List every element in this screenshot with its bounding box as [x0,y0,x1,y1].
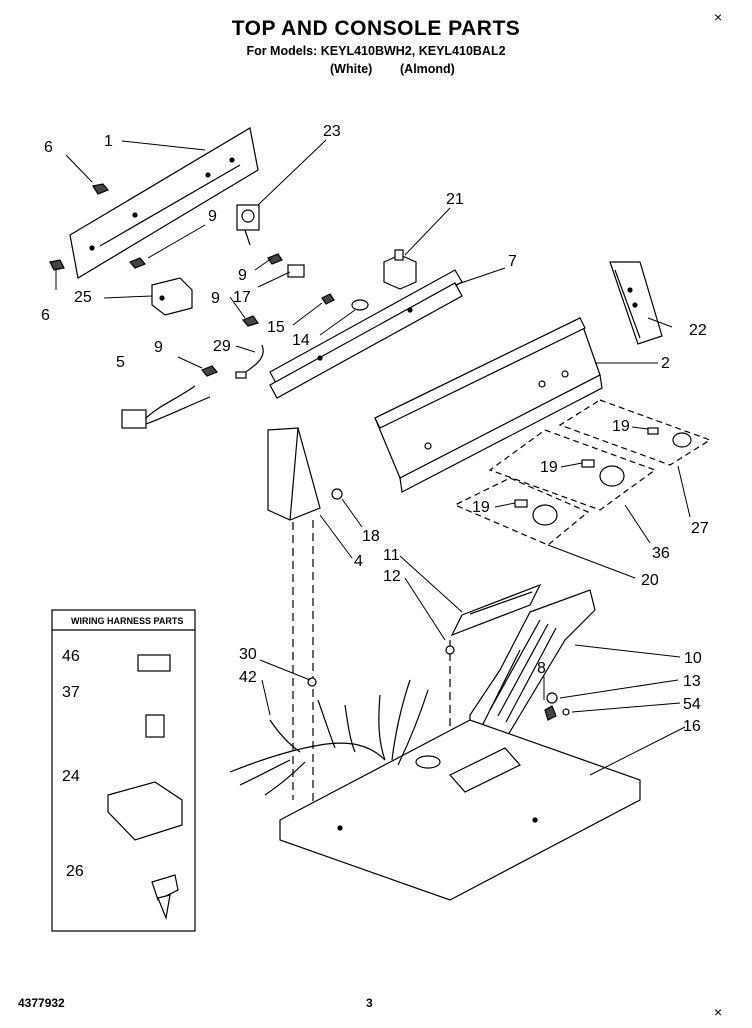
page-title: TOP AND CONSOLE PARTS [231,17,521,40]
part-8-screw [544,705,557,721]
callout-11: 11 [383,547,400,564]
legend-title: WIRING HARNESS PARTS [71,616,183,626]
callout-30: 30 [239,646,257,663]
document-number: 4377932 [18,996,65,1010]
knob-group-27 [558,399,712,466]
part-6-screw-bottom [49,259,65,271]
callout-19-a: 19 [612,418,630,435]
callout-22: 22 [689,322,707,339]
corner-mark-top-right: × [714,9,723,25]
part-12-screw [445,645,455,655]
color-almond-label: (Almond) [400,62,455,76]
corner-mark-bottom-right: × [714,1004,723,1020]
callout-9-c: 9 [211,290,220,307]
part-25-terminal-block [151,277,193,316]
legend-item-24: 24 [62,768,80,785]
callout-29: 29 [213,338,231,355]
callout-18: 18 [362,528,380,545]
callout-25: 25 [74,289,92,306]
part-29-wire [235,344,264,379]
callout-1: 1 [104,133,113,150]
callout-20: 20 [641,572,659,589]
callout-6-top: 6 [44,139,53,156]
part-23-bracket [236,204,260,246]
part-9-screws [129,253,283,377]
part-1-back-panel [69,127,259,279]
callout-54: 54 [683,696,701,713]
callout-8: 8 [537,660,546,677]
callout-21: 21 [446,191,464,208]
callout-17: 17 [233,289,251,306]
part-6-screw-top [92,183,109,195]
callout-42: 42 [239,669,257,686]
part-17-clip [287,264,305,278]
legend-labels: 46 37 24 26 [62,648,84,880]
callout-5: 5 [116,354,125,371]
legend-item-26: 26 [66,863,84,880]
callout-36: 36 [652,545,670,562]
part-13-screw [546,692,558,704]
part-4-end-panel [267,427,321,521]
legend-box [51,609,196,932]
part-16-top [279,719,641,901]
part-7-control-bracket [269,269,463,399]
callout-9-a: 9 [208,208,217,225]
legend-item-46: 46 [62,648,80,665]
callout-labels: 1 6 6 9 9 9 9 23 21 7 17 25 15 14 22 2 2… [41,123,709,735]
knob-group-20 [453,477,590,546]
callout-4: 4 [354,553,363,570]
callout-27: 27 [691,520,709,537]
callout-23: 23 [323,123,341,140]
callout-9-d: 9 [154,339,163,356]
callout-2: 2 [661,355,670,372]
part-2-console [374,317,603,493]
part-54-clip [562,708,570,716]
models-line: For Models: KEYL410BWH2, KEYL410BAL2 [246,44,506,58]
part-18-screw [331,488,343,500]
callout-14: 14 [292,332,310,349]
part-22-end-cap [609,261,663,345]
part-11-lint-screen [450,583,542,637]
callout-10: 10 [684,650,702,667]
callout-15: 15 [267,319,285,336]
callout-19-c: 19 [472,499,490,516]
callout-16: 16 [683,718,701,735]
callout-12: 12 [383,568,401,585]
part-21-switch [383,249,417,290]
callout-7: 7 [508,253,517,270]
knob-group-36 [488,429,657,511]
legend-item-37: 37 [62,684,80,701]
callout-6-bottom: 6 [41,307,50,324]
part-15-screw [321,293,335,305]
part-14-spacer [351,299,369,311]
callout-9-b: 9 [238,267,247,284]
callout-13: 13 [683,673,701,690]
page-number: 3 [366,996,373,1010]
callout-19-b: 19 [540,459,558,476]
color-white-label: (White) [330,62,373,76]
part-5-harness [121,385,211,429]
